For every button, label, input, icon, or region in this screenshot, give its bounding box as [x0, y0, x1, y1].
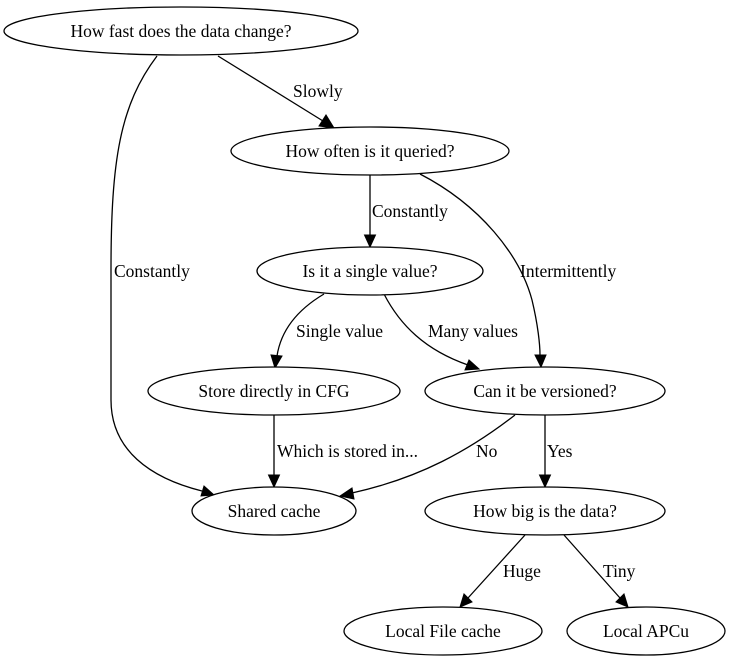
- node-label-can-be-versioned: Can it be versioned?: [473, 381, 617, 401]
- edge-huge: Huge: [459, 534, 541, 608]
- node-how-fast-change: How fast does the data change?: [3, 6, 359, 56]
- edge-no: No: [338, 414, 516, 500]
- edge-label-tiny: Tiny: [603, 561, 636, 581]
- edge-label-slowly: Slowly: [293, 81, 343, 101]
- node-label-local-apcu: Local APCu: [603, 621, 689, 641]
- edge-tiny: Tiny: [563, 534, 636, 608]
- edge-yes: Yes: [538, 415, 573, 489]
- node-shared-cache: Shared cache: [191, 486, 357, 536]
- edge-slowly: Slowly: [217, 55, 343, 129]
- node-how-big-data: How big is the data?: [424, 486, 666, 536]
- nodes: How fast does the data change? How often…: [3, 6, 726, 656]
- node-label-how-big-data: How big is the data?: [473, 501, 617, 521]
- edge-constantly-shared: Constantly: [110, 55, 216, 497]
- edge-constantly-single: Constantly: [363, 175, 448, 249]
- node-label-local-file-cache: Local File cache: [385, 621, 501, 641]
- node-local-file-cache: Local File cache: [343, 606, 543, 656]
- edge-many-values: Many values: [383, 293, 518, 371]
- edge-label-huge: Huge: [503, 561, 541, 581]
- node-single-value: Is it a single value?: [256, 246, 484, 296]
- edge-which-is-stored: Which is stored in...: [267, 415, 418, 489]
- edge-label-no: No: [476, 441, 498, 461]
- edge-label-single-value: Single value: [296, 321, 383, 341]
- node-label-how-fast-change: How fast does the data change?: [70, 21, 291, 41]
- node-can-be-versioned: Can it be versioned?: [424, 366, 666, 416]
- edges: Slowly Constantly Constantly Intermitten…: [110, 55, 636, 608]
- node-label-shared-cache: Shared cache: [228, 501, 321, 521]
- node-label-single-value: Is it a single value?: [302, 261, 437, 281]
- edge-label-intermittently: Intermittently: [520, 261, 616, 281]
- node-label-store-cfg: Store directly in CFG: [198, 381, 350, 401]
- edge-label-many-values: Many values: [428, 321, 518, 341]
- node-local-apcu: Local APCu: [566, 606, 726, 656]
- edge-label-constantly-single: Constantly: [372, 201, 448, 221]
- edge-label-constantly-shared: Constantly: [114, 261, 190, 281]
- node-store-cfg: Store directly in CFG: [147, 366, 401, 416]
- edge-single-value: Single value: [270, 293, 383, 370]
- edge-label-yes: Yes: [547, 441, 573, 461]
- node-how-often-queried: How often is it queried?: [230, 126, 510, 176]
- edge-label-which-is-stored: Which is stored in...: [277, 441, 418, 461]
- edge-intermittently: Intermittently: [419, 173, 616, 369]
- node-label-how-often-queried: How often is it queried?: [285, 141, 454, 161]
